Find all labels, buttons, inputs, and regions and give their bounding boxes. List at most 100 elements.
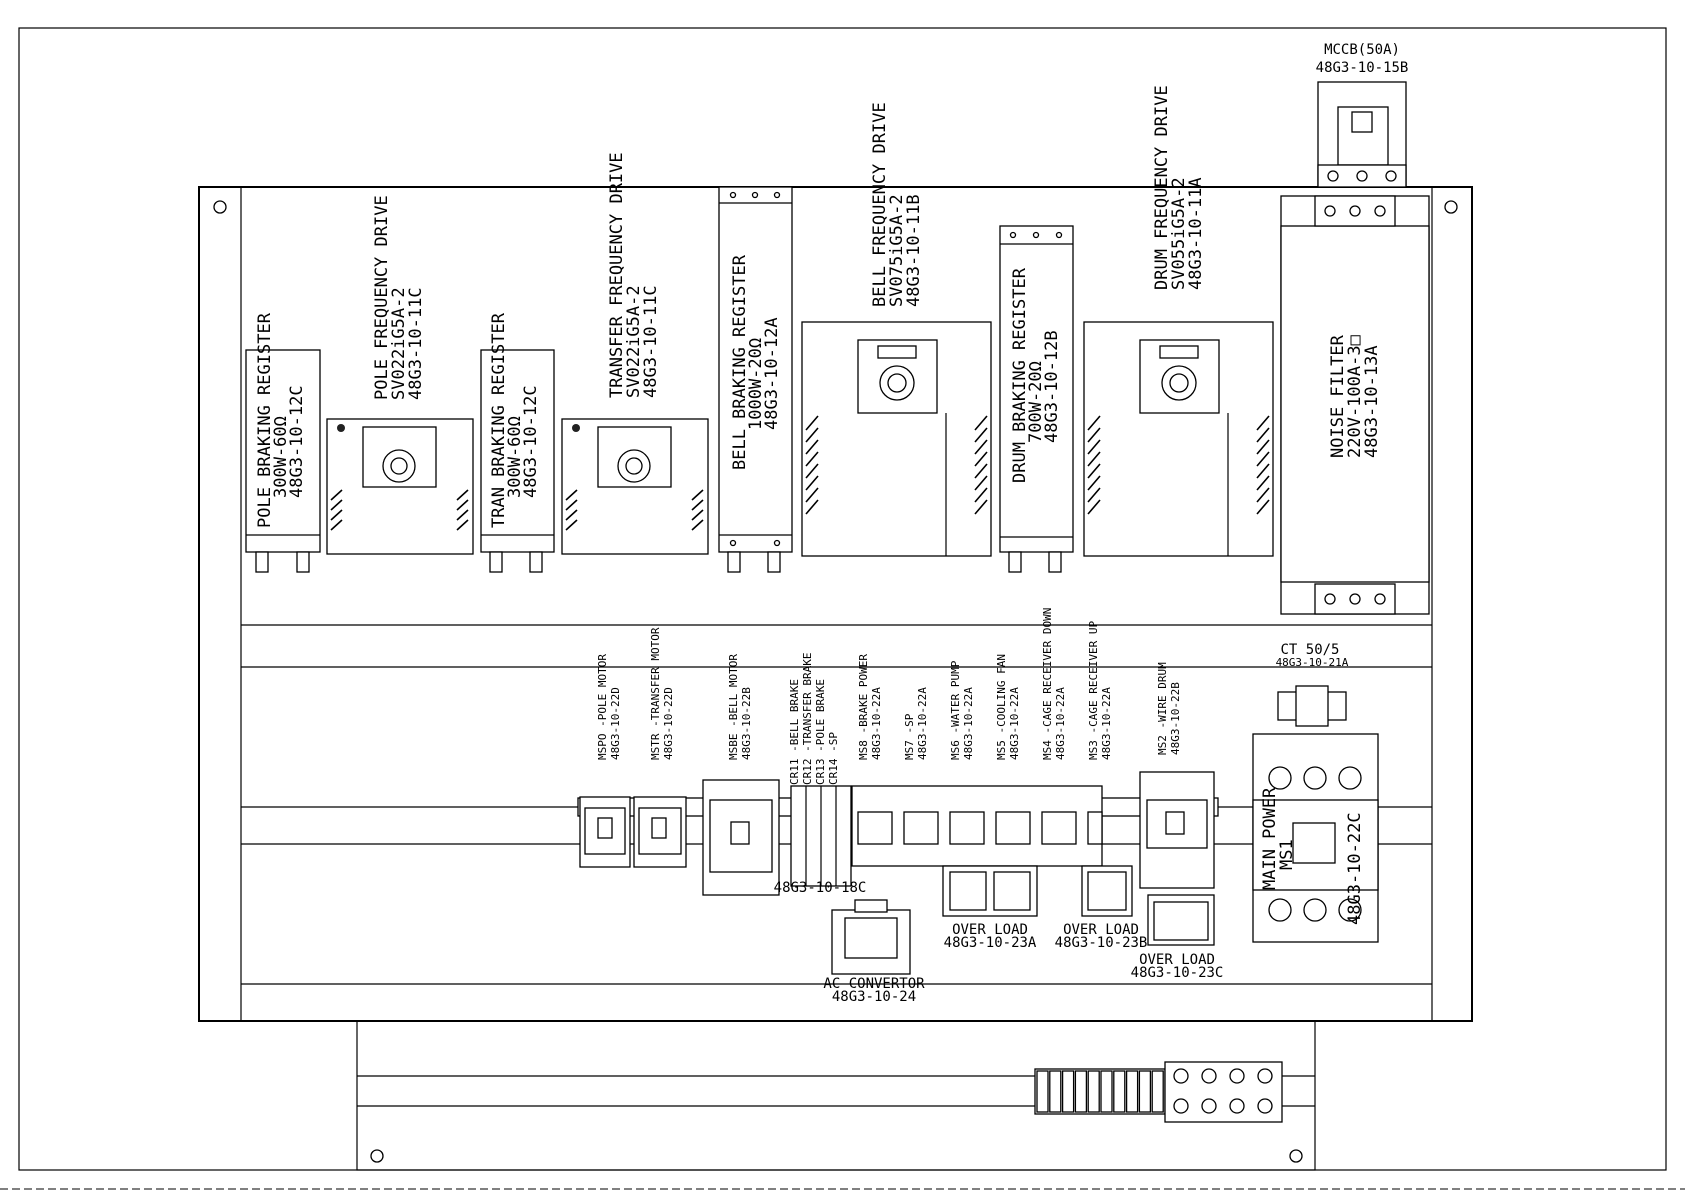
overload-a: OVER LOAD 48G3-10-23A: [942, 865, 1038, 951]
drum-drive-l2: SV055iG5A-2: [1169, 177, 1189, 290]
overload-c: OVER LOAD 48G3-10-23C: [1131, 894, 1224, 981]
terminal: [1049, 1070, 1062, 1113]
bell-reg-l3: 48G3-10-12A: [762, 317, 782, 430]
terminal: [1074, 1070, 1088, 1113]
drum-reg-l2: 700W-20Ω: [1026, 361, 1046, 443]
contactor-label-l2: 48G3-10-22B: [740, 687, 753, 760]
pole-braking-register: POLE BRAKING REGISTER 300W-60Ω 48G3-10-1…: [245, 312, 321, 573]
contactor-mspo: [579, 796, 631, 868]
overload-a-code: 48G3-10-23A: [944, 935, 1037, 951]
contactor-label-l2: 48G3-10-22A: [1054, 687, 1067, 760]
contactor-label-l1: MS2 -WIRE DRUM: [1156, 662, 1169, 755]
mount-hole-bottom-right: [1289, 1149, 1303, 1163]
contactor-label-l2: 48G3-10-22A: [1100, 687, 1113, 760]
ct-name: CT 50/5: [1280, 642, 1339, 658]
noise-filter-l2: 220V-100A-3□: [1345, 334, 1365, 458]
tran-reg-l1: TRAN BRAKING REGISTER: [489, 312, 509, 528]
noise-filter-l3: 48G3-10-13A: [1362, 345, 1382, 458]
contactor-label-l1: MS7 -SP: [903, 713, 916, 760]
main-power-contactor: MAIN POWER MS1 48G3-10-22C: [1252, 733, 1379, 943]
terminal: [1138, 1070, 1152, 1113]
contactor-label-l2: 48G3-10-22D: [609, 687, 622, 760]
contactor-label-l1: MSBE -BELL MOTOR: [727, 654, 740, 760]
pole-frequency-drive: POLE FREQUENCY DRIVE SV022iG5A-2 48G3-10…: [326, 195, 474, 555]
overload-c-name: OVER LOAD: [1139, 952, 1215, 968]
tran-braking-register: TRAN BRAKING REGISTER 300W-60Ω 48G3-10-1…: [480, 312, 555, 573]
overload-b: OVER LOAD 48G3-10-23B: [1055, 865, 1148, 951]
mccb-name: MCCB(50A): [1324, 42, 1400, 58]
overload-c-code: 48G3-10-23C: [1131, 965, 1224, 981]
contactor-ms2: [1139, 771, 1215, 889]
relay-block: [790, 785, 852, 887]
main-power-code: 48G3-10-22C: [1345, 812, 1365, 925]
noise-filter: NOISE FILTER 220V-100A-3□ 48G3-10-13A: [1280, 195, 1430, 615]
pole-drive-l3: 48G3-10-11C: [406, 287, 426, 400]
tran-reg-l2: 300W-60Ω: [505, 416, 525, 498]
contactor-label-l2: 48G3-10-22B: [1169, 682, 1182, 755]
bell-braking-register: BELL BRAKING REGISTER 1000W-20Ω 48G3-10-…: [718, 186, 793, 573]
bell-drive-l1: BELL FREQUENCY DRIVE: [870, 102, 890, 307]
bell-reg-l2: 1000W-20Ω: [746, 338, 766, 430]
overload-b-name: OVER LOAD: [1063, 922, 1139, 938]
noise-filter-l1: NOISE FILTER: [1328, 334, 1348, 458]
contactor-label-l1: MS8 -BRAKE POWER: [857, 654, 870, 760]
mccb-code: 48G3-10-15B: [1316, 60, 1409, 76]
drum-drive-l1: DRUM FREQUENCY DRIVE: [1152, 85, 1172, 290]
transfer-frequency-drive: TRANSFER FREQUENCY DRIVE SV022iG5A-2 48G…: [561, 152, 709, 555]
contactor-label-l2: 48G3-10-22A: [962, 687, 975, 760]
relay-code: 48G3-10-18C: [774, 880, 867, 896]
drum-reg-l1: DRUM BRAKING REGISTER: [1010, 267, 1030, 483]
terminal: [1061, 1070, 1075, 1113]
contactor-label-l2: 48G3-10-22A: [1008, 687, 1021, 760]
tran-reg-l3: 48G3-10-12C: [521, 385, 541, 498]
transfer-drive-l3: 48G3-10-11C: [641, 285, 661, 398]
contactor-label-l1: MS4 -CAGE RECEIVER DOWN: [1041, 608, 1054, 760]
contactor-label-l1: MSPO -POLE MOTOR: [596, 654, 609, 760]
terminal: [1036, 1070, 1049, 1113]
contactor-label-l1: MS3 -CAGE RECEIVER UP: [1087, 621, 1100, 760]
pole-reg-l1: POLE BRAKING REGISTER: [255, 312, 275, 528]
contactor-label-l2: 48G3-10-22D: [662, 687, 675, 760]
drum-reg-l3: 48G3-10-12B: [1042, 330, 1062, 443]
contactor-labels: MSPO -POLE MOTOR 48G3-10-22D MSTR -TRANS…: [596, 608, 1182, 760]
drum-braking-register: DRUM BRAKING REGISTER 700W-20Ω 48G3-10-1…: [999, 225, 1074, 573]
ac-convertor-name: AC CONVERTOR: [823, 976, 925, 992]
terminal-block-strip: [1034, 1061, 1283, 1123]
mount-hole-left: [213, 200, 227, 214]
main-power-l2: MS1: [1277, 839, 1297, 870]
terminal: [1087, 1070, 1100, 1113]
transfer-drive-l2: SV022iG5A-2: [624, 285, 644, 398]
transfer-drive-l1: TRANSFER FREQUENCY DRIVE: [607, 152, 627, 398]
lower-subpanel: [356, 1020, 1316, 1171]
ct-code: 48G3-10-21A: [1276, 656, 1349, 669]
terminal: [1151, 1070, 1164, 1113]
ac-convertor: AC CONVERTOR 48G3-10-24: [823, 899, 925, 1005]
contactor-label-l1: MSTR -TRANSFER MOTOR: [649, 627, 662, 760]
ac-convertor-code: 48G3-10-24: [832, 989, 916, 1005]
contactor-label-l2: 48G3-10-22A: [916, 687, 929, 760]
bell-drive-l3: 48G3-10-11B: [904, 194, 924, 307]
pole-drive-l2: SV022iG5A-2: [389, 287, 409, 400]
pole-drive-l1: POLE FREQUENCY DRIVE: [372, 195, 392, 400]
overload-b-code: 48G3-10-23B: [1055, 935, 1148, 951]
relay-labels: CR11 -BELL BRAKE CR12 -TRANSFER BRAKE CR…: [788, 653, 840, 785]
contactor-mstr: [633, 796, 687, 868]
contactor-label-l2: 48G3-10-22A: [870, 687, 883, 760]
main-power-l1: MAIN POWER: [1260, 787, 1280, 890]
relay-l3: CR13 -POLE BRAKE: [814, 679, 827, 785]
terminal: [1100, 1070, 1113, 1113]
overload-a-name: OVER LOAD: [952, 922, 1028, 938]
relay-l4: CR14 -SP: [827, 732, 840, 785]
current-transformer: CT 50/5 48G3-10-21A: [1276, 642, 1349, 727]
terminal: [1125, 1070, 1139, 1113]
mount-hole-bottom-left: [370, 1149, 384, 1163]
terminal: [1113, 1070, 1126, 1113]
pole-reg-l2: 300W-60Ω: [271, 416, 291, 498]
contactor-label-l1: MS5 -COOLING FAN: [995, 654, 1008, 760]
bell-drive-l2: SV075iG5A-2: [887, 194, 907, 307]
relay-l2: CR12 -TRANSFER BRAKE: [801, 653, 814, 785]
contactor-label-l1: MS6 -WATER PUMP: [949, 660, 962, 760]
bell-frequency-drive: BELL FREQUENCY DRIVE SV075iG5A-2 48G3-10…: [801, 102, 992, 557]
drum-drive-l3: 48G3-10-11A: [1186, 177, 1206, 290]
